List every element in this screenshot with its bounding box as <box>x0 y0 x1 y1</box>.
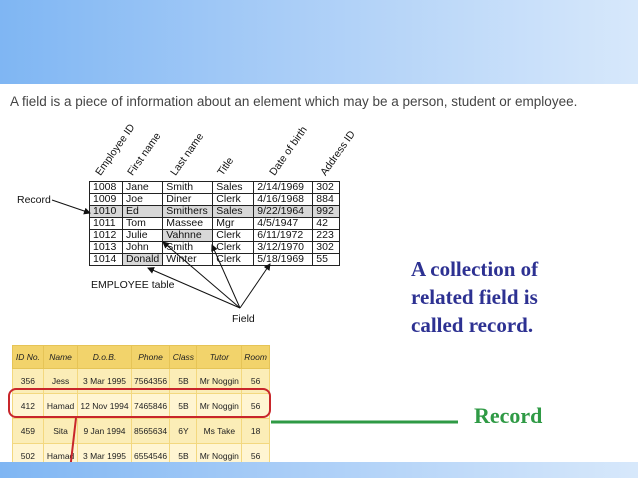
table-cell: 56 <box>241 443 270 465</box>
table-cell: Mr Noggin <box>196 393 243 419</box>
column-header: Tutor <box>196 345 243 369</box>
table-cell: 6Y <box>169 418 198 444</box>
slide-footer-band <box>0 462 638 478</box>
red-tail-line <box>69 417 77 471</box>
table-row: 502 Hamad 3 Mar 1995 6554546 5B Mr Noggi… <box>12 443 270 465</box>
callout-line: A collection of <box>411 257 539 281</box>
table-row: 1014 Donald Winter Clerk 5/18/1969 55 <box>89 253 341 266</box>
highlighted-field-cell: Vahnne <box>162 229 214 242</box>
table-cell: 502 <box>12 443 44 465</box>
column-header: Class <box>169 345 198 369</box>
table-cell: 6554546 <box>130 443 171 465</box>
table-cell: Mr Noggin <box>196 443 243 465</box>
table-cell: 412 <box>12 393 44 419</box>
table-row: 1012 Julie Vahnne Clerk 6/11/1972 223 <box>89 229 341 242</box>
table-cell: 9 Jan 1994 <box>77 418 132 444</box>
column-header: Name <box>42 345 79 369</box>
table-cell: 5/18/1969 <box>253 253 314 266</box>
record-arrow <box>51 199 91 215</box>
field-arrow-1 <box>162 241 241 309</box>
employee-table-caption: EMPLOYEE table <box>91 279 175 291</box>
highlighted-record-row: 412 Hamad 12 Nov 1994 7465846 5B Mr Nogg… <box>12 393 270 419</box>
table-cell: Smithers <box>162 205 214 218</box>
table-cell: 5B <box>169 443 198 465</box>
table-cell: 8565634 <box>130 418 171 444</box>
table-cell: 18 <box>241 418 270 444</box>
field-label: Field <box>232 313 255 325</box>
field-arrow-3 <box>239 263 271 309</box>
employee-table: 1008 Jane Smith Sales 2/14/1969 302 1009… <box>89 181 341 266</box>
record-callout-label: Record <box>474 403 543 428</box>
slide-header-band <box>0 0 638 84</box>
highlighted-record-row: 1010 Ed Smithers Sales 9/22/1964 992 <box>89 205 341 218</box>
table-cell: 12 Nov 1994 <box>77 393 132 419</box>
column-header: ID No. <box>12 345 44 369</box>
field-arrow-4 <box>147 267 241 309</box>
record-definition-callout: A collection of related field is called … <box>411 255 538 339</box>
record-highlight-ring <box>8 388 271 418</box>
table-row: 459 Sita 9 Jan 1994 8565634 6Y Ms Take 1… <box>12 418 270 444</box>
callout-line: related field is <box>411 285 538 309</box>
table-row: 1011 Tom Massee Mgr 4/5/1947 42 <box>89 217 341 230</box>
table-cell: 9/22/1964 <box>253 205 314 218</box>
table-row: 1013 John Smith Clerk 3/12/1970 302 <box>89 241 341 254</box>
table-row: 1008 Jane Smith Sales 2/14/1969 302 <box>89 181 341 194</box>
table-cell: Hamad <box>42 393 79 419</box>
table-cell: 3 Mar 1995 <box>77 443 132 465</box>
intro-text: A field is a piece of information about … <box>10 94 578 109</box>
table-cell: Ms Take <box>196 418 243 444</box>
table-cell: 56 <box>241 393 270 419</box>
column-header: Phone <box>130 345 171 369</box>
field-arrow-2 <box>211 244 241 309</box>
callout-line: called record. <box>411 313 534 337</box>
table-cell: Sales <box>212 205 255 218</box>
highlighted-field-cell: Donald <box>121 253 164 266</box>
table-cell: 1014 <box>89 253 123 266</box>
table-cell: 55 <box>312 253 341 266</box>
record-label: Record <box>17 194 51 206</box>
table-cell: Hamad <box>42 443 79 465</box>
